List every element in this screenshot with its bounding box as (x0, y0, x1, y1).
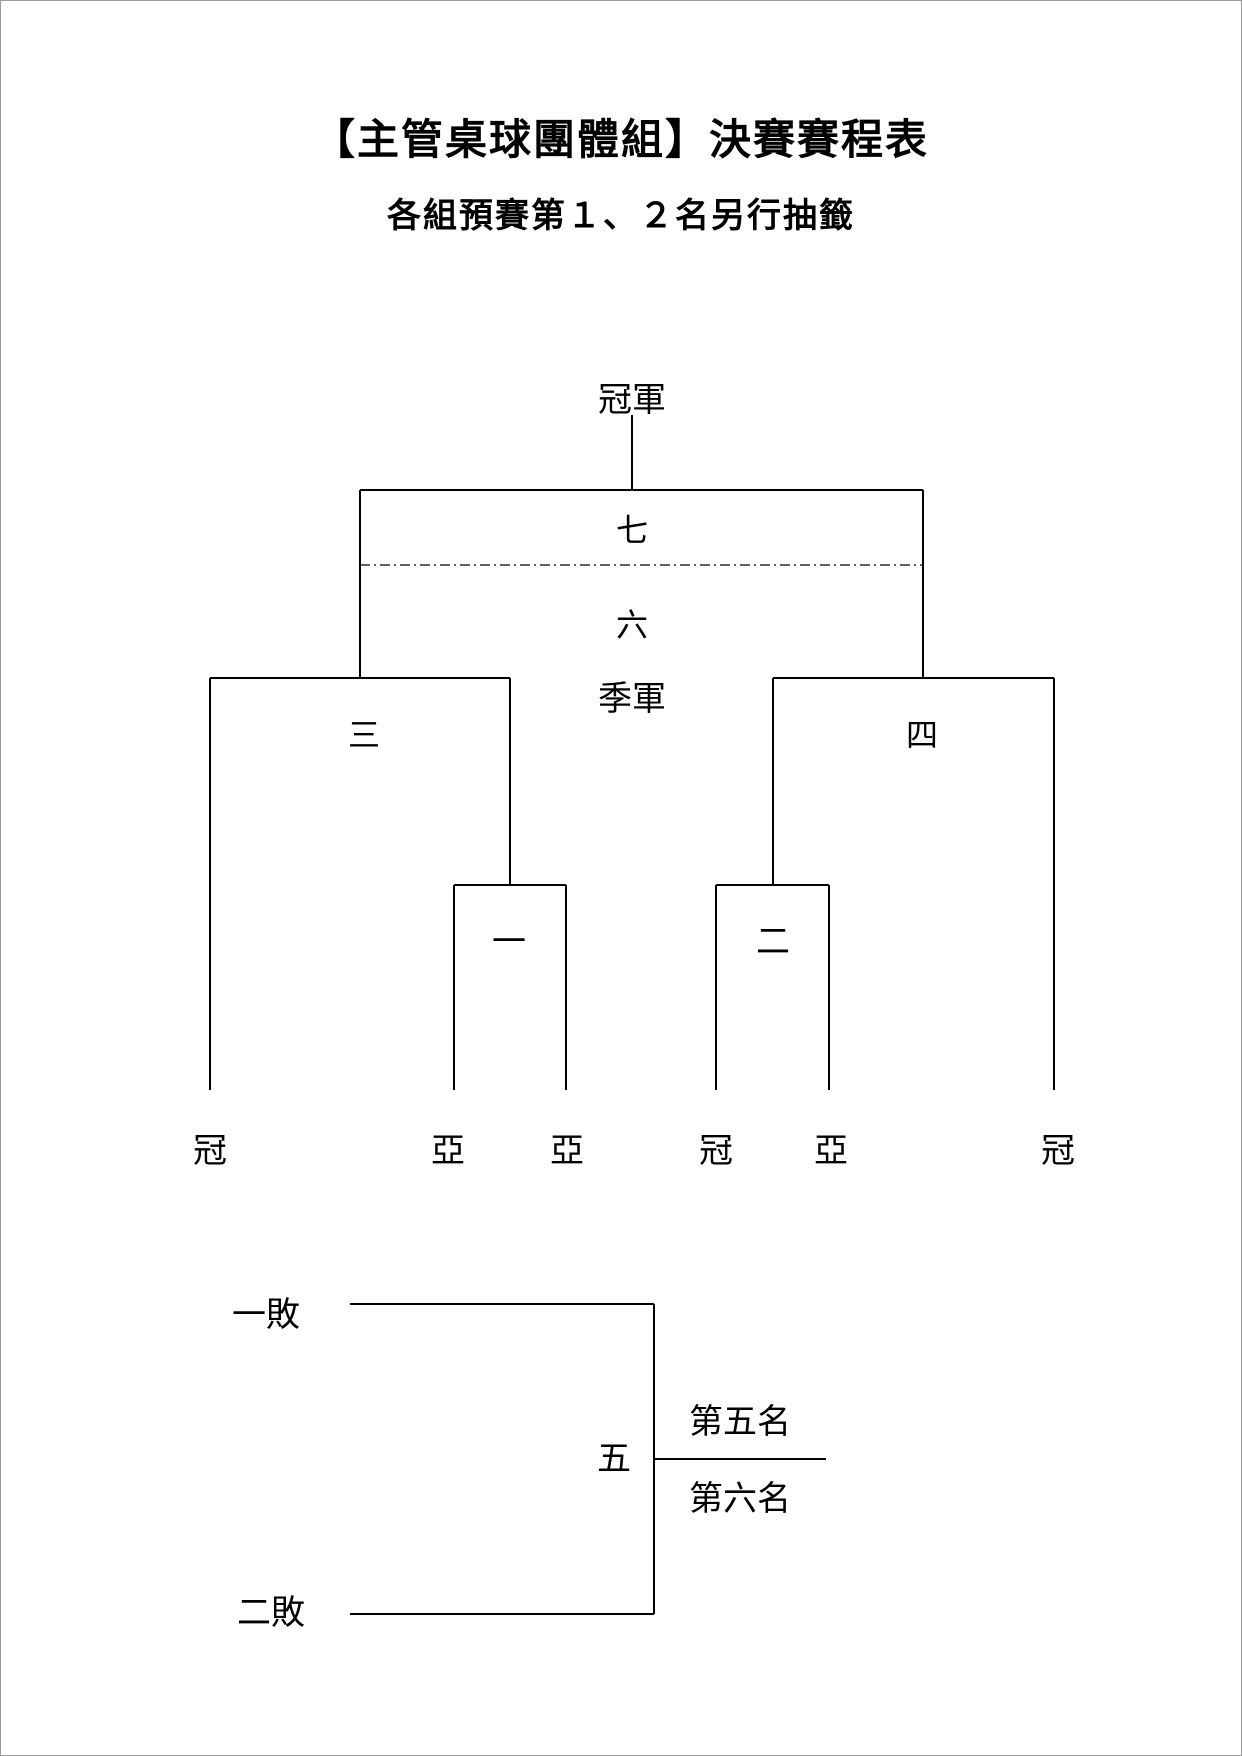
seed-label: 亞 (550, 1131, 584, 1171)
match-6-label: 六 (616, 606, 648, 644)
seed-label: 冠 (699, 1131, 733, 1171)
fifth-place-label: 第五名 (689, 1402, 791, 1442)
sixth-place-label: 第六名 (689, 1479, 791, 1519)
match-3-label: 三 (348, 716, 380, 754)
seed-label: 冠 (193, 1131, 227, 1171)
match-2-label: 二 (756, 922, 790, 962)
match-5-label: 五 (597, 1439, 631, 1479)
match-1-label: 一 (492, 922, 526, 962)
page-subtitle: 各組預賽第１、２名另行抽籤 (387, 196, 855, 236)
match-7-label: 七 (616, 511, 648, 549)
seed-label: 亞 (814, 1131, 848, 1171)
seed-label: 亞 (431, 1131, 465, 1171)
page-title: 【主管桌球團體組】決賽賽程表 (312, 115, 929, 164)
loser-2-label: 二敗 (237, 1593, 305, 1633)
third-place-label: 季軍 (598, 679, 666, 719)
seed-label: 冠 (1041, 1131, 1075, 1171)
loser-1-label: 一敗 (232, 1295, 300, 1335)
champion-label: 冠軍 (598, 380, 666, 420)
match-4-label: 四 (906, 716, 938, 754)
